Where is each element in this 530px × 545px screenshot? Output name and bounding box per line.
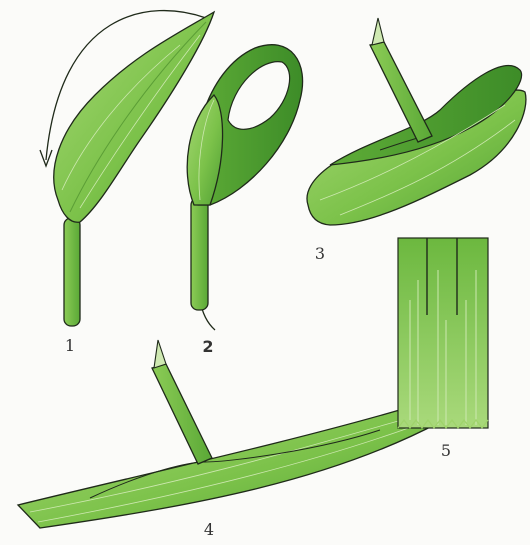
step-1-label: 1 bbox=[65, 338, 75, 354]
stem bbox=[152, 364, 212, 464]
stem-tip bbox=[154, 340, 166, 368]
stem bbox=[64, 218, 80, 326]
stem bbox=[191, 198, 208, 310]
stem-tip bbox=[372, 18, 384, 45]
step-5-figure bbox=[398, 238, 488, 428]
flat-leaf-strip bbox=[18, 404, 440, 528]
step-3-label: 3 bbox=[315, 246, 325, 262]
step-4-figure bbox=[18, 340, 440, 528]
step-3-figure bbox=[307, 18, 526, 225]
step-4-label: 4 bbox=[204, 522, 214, 538]
step-2-label: 2 bbox=[202, 339, 213, 355]
step-5-label: 5 bbox=[441, 443, 451, 459]
stem bbox=[370, 42, 432, 142]
cut-strip bbox=[398, 238, 488, 428]
step-2-figure bbox=[187, 45, 302, 330]
